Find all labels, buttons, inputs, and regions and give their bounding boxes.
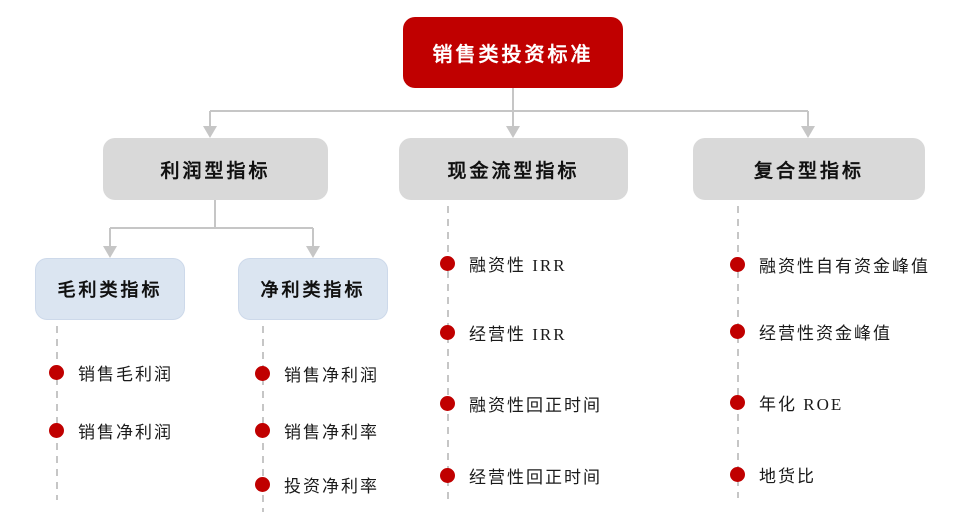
- list-item: 销售净利润: [255, 363, 379, 385]
- item-label: 经营性回正时间: [469, 467, 602, 487]
- branch-node-composite: 复合型指标: [693, 138, 925, 200]
- item-label: 融资性自有资金峰值: [759, 256, 930, 276]
- arrowheads-profit: [103, 246, 320, 258]
- bullet-icon: [730, 323, 745, 339]
- item-label: 经营性资金峰值: [759, 323, 892, 343]
- item-label: 经营性 IRR: [469, 324, 567, 344]
- bullet-icon: [255, 365, 270, 381]
- list-item: 销售净利润: [49, 420, 173, 442]
- list-item: 融资性自有资金峰值: [730, 254, 930, 276]
- list-item: 销售净利率: [255, 420, 379, 442]
- tree-connector-profit: [109, 200, 314, 247]
- bullet-icon: [255, 476, 270, 492]
- item-label: 投资净利率: [284, 476, 379, 496]
- bullet-icon: [255, 422, 270, 438]
- list-item: 融资性 IRR: [440, 253, 567, 275]
- dashed-item-spines: [56, 206, 739, 512]
- sub-branch-node-net-profit: 净利类指标: [238, 258, 388, 320]
- list-item: 地货比: [730, 464, 816, 486]
- bullet-icon: [730, 394, 745, 410]
- arrowheads-top: [203, 126, 815, 138]
- bullet-icon: [440, 255, 455, 271]
- list-item: 销售毛利润: [49, 362, 173, 384]
- list-item: 经营性资金峰值: [730, 321, 892, 343]
- branch-node-cashflow: 现金流型指标: [399, 138, 628, 200]
- item-label: 销售毛利润: [78, 364, 173, 384]
- item-label: 融资性 IRR: [469, 255, 567, 275]
- bullet-icon: [440, 467, 455, 483]
- bullet-icon: [440, 324, 455, 340]
- bullet-icon: [440, 395, 455, 411]
- list-item: 投资净利率: [255, 474, 379, 496]
- bullet-icon: [730, 256, 745, 272]
- item-label: 销售净利率: [284, 422, 379, 442]
- item-label: 地货比: [759, 466, 816, 486]
- tree-connector-top: [209, 88, 809, 127]
- root-node: 销售类投资标准: [403, 17, 623, 88]
- list-item: 经营性 IRR: [440, 322, 567, 344]
- bullet-icon: [49, 422, 64, 438]
- bullet-icon: [730, 466, 745, 482]
- list-item: 经营性回正时间: [440, 465, 602, 487]
- item-label: 销售净利润: [284, 365, 379, 385]
- bullet-icon: [49, 364, 64, 380]
- branch-node-profit: 利润型指标: [103, 138, 328, 200]
- sub-branch-node-gross-profit: 毛利类指标: [35, 258, 185, 320]
- list-item: 年化 ROE: [730, 392, 844, 414]
- item-label: 融资性回正时间: [469, 395, 602, 415]
- item-label: 销售净利润: [78, 422, 173, 442]
- list-item: 融资性回正时间: [440, 393, 602, 415]
- item-label: 年化 ROE: [759, 394, 844, 414]
